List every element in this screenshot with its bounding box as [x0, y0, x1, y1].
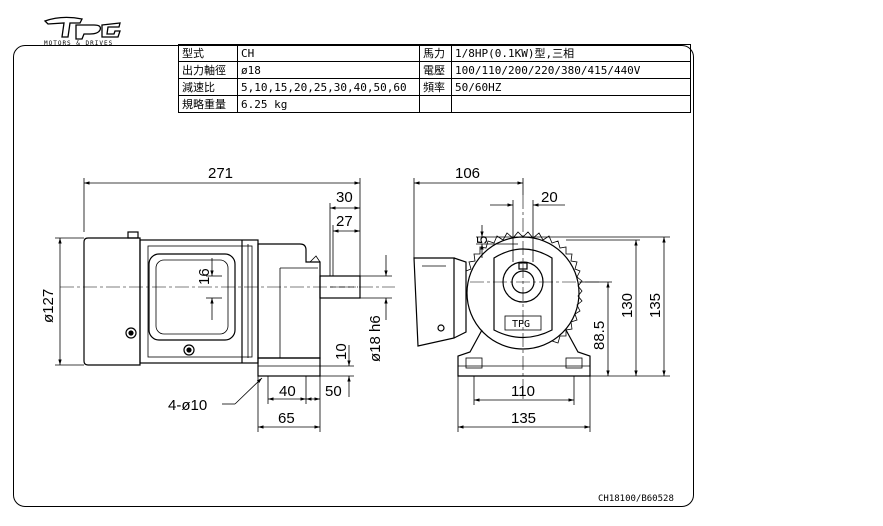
spec-key: 減速比: [178, 78, 238, 96]
drawing-code: CH18100/B60528: [598, 494, 674, 504]
logo-subtitle: MOTORS & DRIVES: [44, 40, 114, 47]
spec-value: 100/110/200/220/380/415/440V: [451, 61, 691, 79]
dim-center-88-5: 88.5: [591, 321, 608, 350]
spec-value: [451, 95, 691, 113]
dim-base-10: 10: [333, 343, 350, 360]
dim-height-135: 135: [647, 293, 664, 318]
front-view: TPG: [413, 195, 600, 400]
spec-row: 減速比 5,10,15,20,25,30,40,50,60 頻率 50/60HZ: [178, 78, 691, 96]
dim-foot-65: 65: [278, 410, 295, 427]
dim-foot-110: 110: [511, 383, 535, 400]
spec-table: 型式 CH 馬力 1/8HP(0.1KW)型,三相 出力軸徑 ø18 電壓 10…: [178, 44, 691, 113]
dim-height-130: 130: [619, 293, 636, 318]
spec-value: 50/60HZ: [451, 78, 691, 96]
dim-foot-135: 135: [511, 410, 536, 427]
spec-key: 出力軸徑: [178, 61, 238, 79]
dim-height-127: ø127: [40, 289, 57, 323]
spec-value: 1/8HP(0.1KW)型,三相: [451, 44, 691, 62]
dim-foot-40: 40: [279, 383, 296, 400]
spec-row: 規略重量 6.25 kg: [178, 95, 691, 113]
dim-shaft-30: 30: [336, 189, 353, 206]
dim-key-20: 20: [541, 189, 558, 206]
dim-shaft-diameter: ø18 h6: [367, 315, 384, 362]
dim-mounting-holes: 4-ø10: [168, 397, 207, 414]
tpg-logo: [43, 16, 121, 40]
dim-overall-length: 271: [208, 165, 233, 182]
dim-key-5: 5: [474, 236, 491, 244]
dim-shaft-27: 27: [336, 213, 353, 230]
dim-front-width-106: 106: [455, 165, 480, 182]
dim-shaft-16: 16: [196, 268, 213, 285]
side-view: [60, 231, 395, 377]
spec-value: 6.25 kg: [237, 95, 420, 113]
dim-foot-50: 50: [325, 383, 342, 400]
svg-text:TPG: TPG: [512, 319, 530, 330]
